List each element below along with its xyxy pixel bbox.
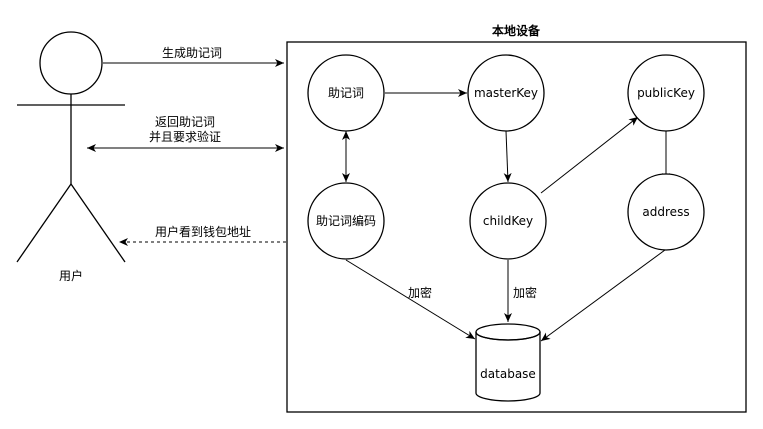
label-return-mnemonic-line1: 返回助记词 (155, 115, 215, 129)
node-master-key: masterKey (467, 54, 545, 132)
database-cylinder: database (475, 323, 541, 402)
actor-head (39, 31, 103, 95)
node-public-key-label: publicKey (637, 86, 695, 100)
label-encrypt-left: 加密 (408, 285, 432, 300)
label-generate-mnemonic: 生成助记词 (162, 46, 222, 60)
label-encrypt-center: 加密 (513, 285, 537, 300)
edge-encoding-to-database (345, 259, 476, 340)
node-child-key: childKey (469, 182, 547, 260)
node-master-key-label: masterKey (474, 86, 538, 100)
user-actor (16, 31, 126, 263)
local-device-container (286, 41, 747, 413)
label-see-address: 用户看到钱包地址 (155, 224, 251, 239)
node-child-key-label: childKey (483, 214, 533, 228)
actor-left-leg (16, 183, 72, 263)
node-address: address (627, 173, 705, 251)
node-public-key: publicKey (627, 54, 705, 132)
node-mnemonic-encoding: 助记词编码 (307, 182, 385, 260)
node-address-label: address (642, 205, 689, 219)
edge-masterkey-to-childkey (503, 130, 512, 183)
node-mnemonic-label: 助记词 (328, 86, 364, 100)
edge-address-to-database (540, 249, 666, 342)
label-return-mnemonic-line2: 并且要求验证 (149, 129, 221, 144)
actor-right-leg (70, 183, 126, 263)
database-label: database (480, 367, 536, 381)
node-mnemonic-encoding-label: 助记词编码 (316, 213, 376, 228)
node-mnemonic: 助记词 (307, 54, 385, 132)
local-device-title: 本地设备 (492, 23, 541, 38)
edge-childkey-to-publickey (540, 116, 639, 194)
actor-label: 用户 (59, 268, 83, 283)
